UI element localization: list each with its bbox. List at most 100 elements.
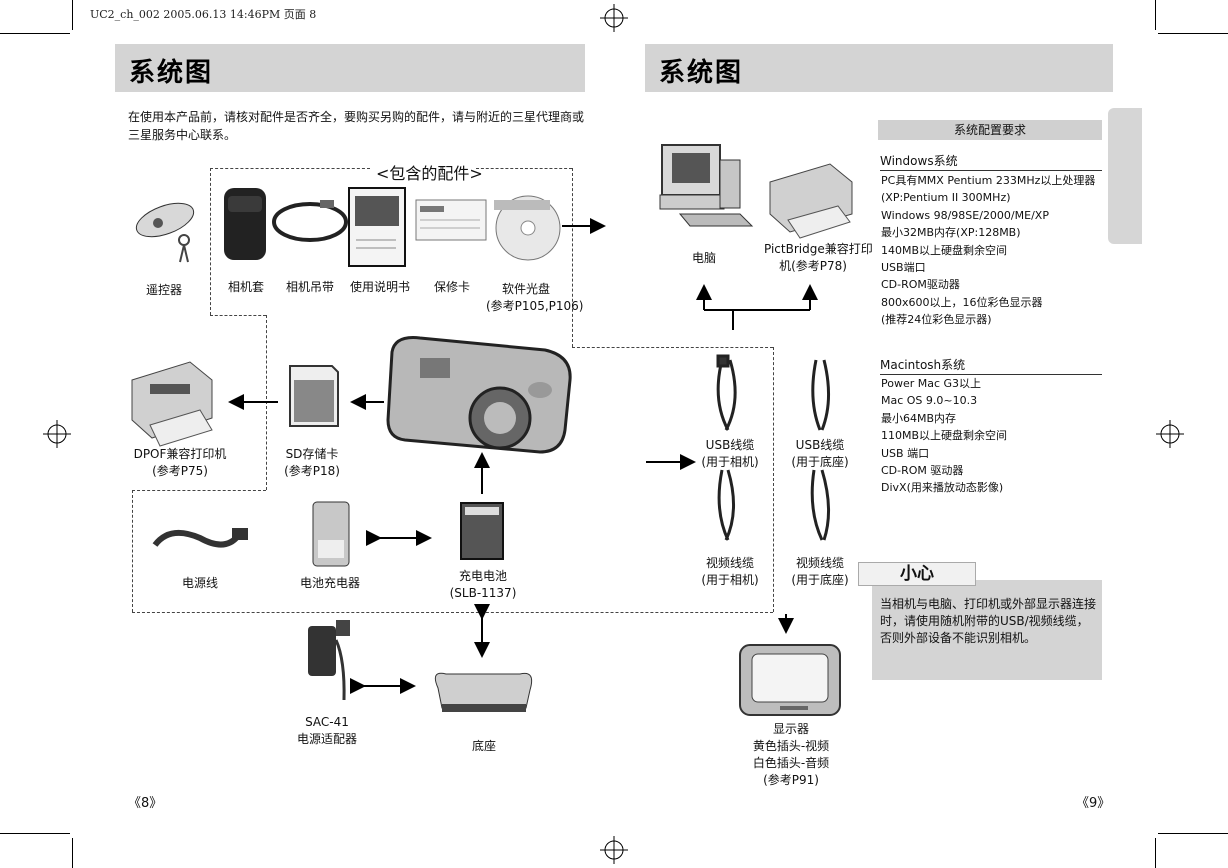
label-cradle: 底座 (472, 739, 497, 753)
label-line: USB线缆 (705, 438, 755, 452)
label-remote: 遥控器 (146, 283, 183, 297)
label-line: PictBridge兼容打印 (764, 242, 873, 256)
dpof-printer-image (131, 361, 213, 447)
label-line: 充电电池 (458, 569, 507, 583)
label-battery: 充电电池 (SLB-1137) (446, 568, 520, 602)
system-requirements-heading: 系统配置要求 (878, 120, 1102, 140)
requirement-line: 140MB以上硬盘剩余空间 (881, 243, 1008, 257)
label-line: 机(参考P78) (779, 259, 847, 273)
label-case: 相机套 (228, 280, 265, 294)
label-line: (用于相机) (701, 573, 759, 587)
requirement-line: (推荐24位彩色显示器) (881, 313, 992, 327)
requirement-line: (XP:Pentium II 300MHz) (881, 191, 1011, 205)
crop-mark (72, 0, 73, 30)
tv-monitor-image (739, 644, 841, 716)
requirement-line: DivX(用来播放动态影像) (881, 481, 1004, 495)
label-warranty: 保修卡 (434, 280, 471, 294)
warranty-card-image (415, 199, 487, 241)
manual-image (348, 187, 406, 267)
requirement-line: 最小32MB内存(XP:128MB) (881, 226, 1021, 240)
page-number-left: 《8》 (128, 796, 163, 811)
requirement-line: 最小64MB内存 (881, 411, 957, 425)
requirement-line: Power Mac G3以上 (881, 377, 982, 390)
camera-case-image (224, 188, 266, 260)
power-cord-image (152, 528, 248, 548)
label-usb-cable-cradle: USB线缆 (用于底座) (788, 437, 852, 471)
label-line: 显示器 (772, 722, 809, 736)
intro-line: 三星服务中心联系。 (128, 128, 237, 142)
requirement-line: PC具有MMX Pentium 233MHz以上处理器 (881, 174, 1096, 187)
pc-image (659, 144, 754, 227)
usb-cable-camera-image (716, 354, 737, 431)
mac-requirements-title: Macintosh系统 (880, 357, 1102, 375)
usb-cable-cradle-image (811, 359, 831, 431)
requirement-line: CD-ROM驱动器 (881, 278, 960, 292)
cradle-image (434, 672, 533, 712)
caution-line: 否则外部设备不能识别相机。 (880, 631, 1037, 645)
intro-line: 在使用本产品前，请核对配件是否齐全，要购买另购的配件，请与附近的三星代理商或 (128, 110, 585, 124)
page-number-right: 《9》 (1076, 796, 1111, 811)
chapter-tab (1108, 108, 1142, 244)
label-line: (参考P18) (284, 464, 340, 478)
label-video-cable-camera: 视频线缆 (用于相机) (698, 555, 762, 589)
label-manual: 使用说明书 (350, 280, 411, 294)
caution-line: 当相机与电脑、打印机或外部显示器连接 (880, 597, 1097, 611)
requirement-line: USB端口 (881, 261, 926, 275)
label-line: 视频线缆 (705, 556, 754, 570)
sd-card-image (289, 365, 339, 427)
label-line: (用于相机) (701, 455, 759, 469)
label-line: (参考P75) (152, 464, 208, 478)
crop-mark (0, 833, 70, 834)
label-line: DPOF兼容打印机 (133, 447, 227, 461)
label-line: 软件光盘 (501, 282, 550, 296)
label-line: 黄色插头-视频 (752, 739, 830, 753)
software-cd-image (494, 195, 561, 261)
label-monitor: 显示器 黄色插头-视频 白色插头-音频 (参考P91) (746, 721, 836, 789)
label-line: 白色插头-音频 (752, 756, 830, 770)
label-line: USB线缆 (795, 438, 845, 452)
label-battery-charger: 电池充电器 (300, 576, 361, 590)
video-cable-cradle-image (810, 469, 831, 541)
label-dpof-printer: DPOF兼容打印机 (参考P75) (130, 446, 230, 480)
label-line: (用于底座) (791, 573, 849, 587)
pictbridge-printer-image (769, 163, 853, 239)
label-video-cable-cradle: 视频线缆 (用于底座) (788, 555, 852, 589)
label-pc: 电脑 (692, 251, 717, 265)
label-adapter: SAC-41 电源适配器 (295, 714, 359, 748)
battery-image (460, 502, 504, 560)
requirement-line: USB 端口 (881, 446, 930, 460)
label-line: 电源适配器 (296, 732, 357, 746)
video-cable-camera-image (717, 469, 736, 541)
battery-charger-image (312, 501, 350, 567)
remote-control-image (135, 202, 195, 263)
crop-mark (1158, 33, 1228, 34)
page-title: 系统图 (659, 58, 744, 88)
print-header: UC2_ch_002 2005.06.13 14:46PM 页面 8 (90, 8, 317, 21)
windows-requirements-list: PC具有MMX Pentium 233MHz以上处理器 (XP:Pentium … (881, 172, 1103, 329)
label-line: (参考P105,P106) (486, 299, 584, 313)
requirement-line: 110MB以上硬盘剩余空间 (881, 429, 1008, 443)
right-title-bar: 系统图 (645, 44, 1113, 92)
caution-line: 时，请使用随机附带的USB/视频线缆， (880, 614, 1089, 628)
page-title: 系统图 (129, 58, 214, 88)
label-power-cord: 电源线 (182, 576, 219, 590)
caution-text: 当相机与电脑、打印机或外部显示器连接 时，请使用随机附带的USB/视频线缆， 否… (880, 596, 1102, 647)
label-line: (用于底座) (791, 455, 849, 469)
caution-tag: 小心 (858, 562, 976, 586)
registration-mark (43, 4, 1184, 864)
requirement-line: 800x600以上，16位彩色显示器 (881, 295, 1043, 309)
label-strap: 相机吊带 (286, 280, 335, 294)
strap-image (272, 200, 348, 242)
label-line: SD存储卡 (285, 447, 339, 461)
intro-text: 在使用本产品前，请核对配件是否齐全，要购买另购的配件，请与附近的三星代理商或 三… (128, 108, 598, 144)
requirement-line: CD-ROM 驱动器 (881, 464, 964, 478)
crop-mark (72, 838, 73, 868)
requirement-line: Windows 98/98SE/2000/ME/XP (881, 208, 1049, 222)
ac-adapter-image (308, 620, 350, 701)
label-line: (SLB-1137) (449, 586, 517, 600)
camera-image (386, 336, 572, 454)
label-line: 视频线缆 (795, 556, 844, 570)
mac-requirements-list: Power Mac G3以上 Mac OS 9.0~10.3 最小64MB内存 … (881, 375, 1103, 497)
windows-requirements-title: Windows系统 (880, 153, 1102, 171)
